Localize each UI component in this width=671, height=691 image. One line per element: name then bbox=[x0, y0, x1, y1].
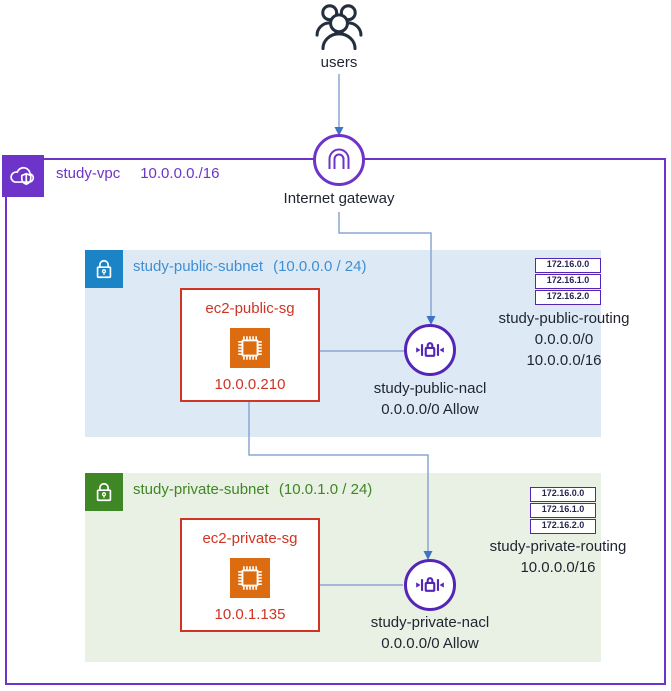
private-ec2-square bbox=[230, 558, 270, 598]
private-nacl-node bbox=[404, 559, 456, 611]
vpc-cidr: 10.0.0.0./16 bbox=[140, 165, 220, 182]
vpc-name: study-vpc bbox=[56, 165, 121, 182]
private-routing-name: study-private-routing bbox=[489, 538, 627, 555]
private-nacl-rule: 0.0.0.0/0 Allow bbox=[381, 635, 479, 652]
public-route: 10.0.0.0/16 bbox=[526, 352, 602, 369]
users-label: users bbox=[320, 54, 358, 71]
ec2-instance-icon bbox=[238, 566, 262, 590]
private-subnet-icon-square bbox=[85, 473, 123, 511]
private-security-group-node: ec2-private-sg 10.0.1.135 bbox=[180, 518, 320, 632]
private-routing-table-icon: 172.16.0.0 172.16.1.0 172.16.2.0 bbox=[530, 487, 596, 535]
public-ec2-square bbox=[230, 328, 270, 368]
public-sg-name: ec2-public-sg bbox=[205, 300, 295, 317]
public-routing-name: study-public-routing bbox=[498, 310, 630, 327]
private-nacl-label: study-private-nacl 0.0.0.0/0 Allow bbox=[340, 612, 520, 654]
routing-entry: 172.16.2.0 bbox=[535, 290, 601, 305]
public-nacl-name: study-public-nacl bbox=[373, 380, 487, 397]
public-subnet-title: study-public-subnet (10.0.0.0 / 24) bbox=[133, 258, 366, 275]
ec2-instance-icon bbox=[238, 336, 262, 360]
public-subnet-lock-icon bbox=[96, 259, 112, 279]
internet-gateway-icon bbox=[328, 148, 350, 169]
routing-entry: 172.16.1.0 bbox=[530, 503, 596, 518]
public-route: 0.0.0.0/0 bbox=[534, 331, 594, 348]
network-acl-icon bbox=[416, 342, 444, 357]
routing-entry: 172.16.2.0 bbox=[530, 519, 596, 534]
routing-entry: 172.16.0.0 bbox=[535, 258, 601, 273]
internet-gateway-node bbox=[313, 134, 365, 186]
private-subnet-title: study-private-subnet (10.0.1.0 / 24) bbox=[133, 481, 372, 498]
public-security-group-node: ec2-public-sg 10.0.0.210 bbox=[180, 288, 320, 402]
vpc-title: study-vpc 10.0.0.0./16 bbox=[56, 165, 219, 182]
public-subnet-name: study-public-subnet bbox=[133, 258, 264, 275]
private-subnet-lock-icon bbox=[96, 482, 112, 502]
public-subnet-icon-square bbox=[85, 250, 123, 288]
users-node: users bbox=[285, 3, 393, 73]
private-routing-label: study-private-routing 10.0.0.0/16 bbox=[473, 536, 643, 578]
private-route: 10.0.0.0/16 bbox=[520, 559, 596, 576]
public-subnet-cidr: (10.0.0.0 / 24) bbox=[273, 258, 367, 275]
users-icon bbox=[315, 4, 363, 51]
vpc-icon-square bbox=[2, 155, 44, 197]
routing-entry: 172.16.1.0 bbox=[535, 274, 601, 289]
public-sg-ip: 10.0.0.210 bbox=[214, 376, 286, 393]
private-subnet-cidr: (10.0.1.0 / 24) bbox=[278, 481, 373, 498]
public-nacl-label: study-public-nacl 0.0.0.0/0 Allow bbox=[340, 378, 520, 420]
internet-gateway-label: Internet gateway bbox=[283, 190, 395, 207]
private-sg-ip: 10.0.1.135 bbox=[214, 606, 286, 623]
vpc-cloud-icon bbox=[10, 166, 35, 186]
private-subnet-name: study-private-subnet bbox=[133, 481, 269, 498]
public-nacl-rule: 0.0.0.0/0 Allow bbox=[381, 401, 479, 418]
routing-entry: 172.16.0.0 bbox=[530, 487, 596, 502]
private-nacl-name: study-private-nacl bbox=[370, 614, 490, 631]
network-acl-icon bbox=[416, 577, 444, 592]
public-nacl-node bbox=[404, 324, 456, 376]
public-routing-label: study-public-routing 0.0.0.0/0 10.0.0.0/… bbox=[479, 308, 649, 371]
private-sg-name: ec2-private-sg bbox=[202, 530, 298, 547]
public-routing-table-icon: 172.16.0.0 172.16.1.0 172.16.2.0 bbox=[535, 258, 601, 306]
